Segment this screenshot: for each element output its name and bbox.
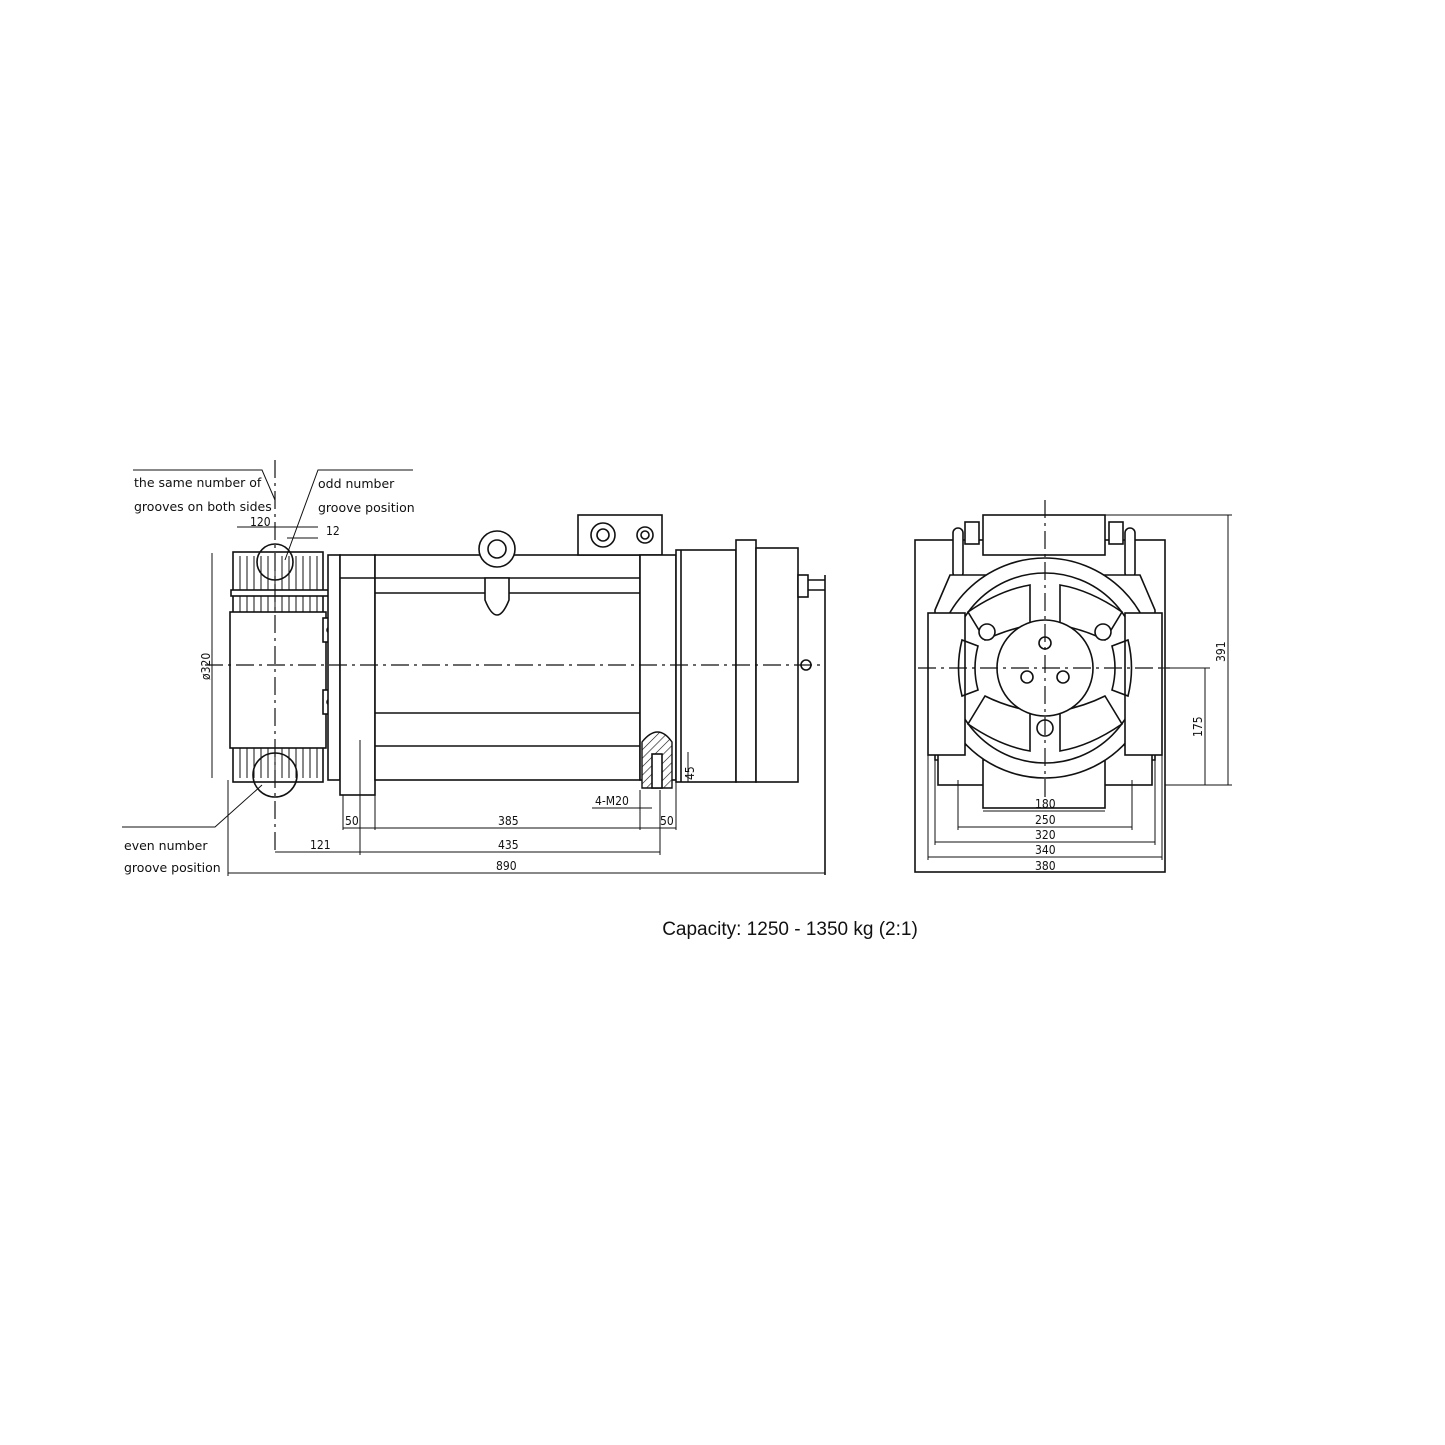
dim-50-right: 50	[660, 814, 674, 828]
dim-890: 890	[496, 859, 517, 873]
note-odd-2: groove position	[318, 500, 415, 515]
note-even-2: groove position	[124, 860, 221, 875]
dim-435: 435	[498, 838, 519, 852]
dim-385: 385	[498, 814, 519, 828]
dim-50-left: 50	[345, 814, 359, 828]
dim-121: 121	[310, 838, 331, 852]
brake-box	[229, 611, 327, 749]
dim-diameter: ø320	[199, 653, 213, 680]
junction-box	[577, 514, 663, 556]
lifting-eye-bolt	[478, 530, 516, 616]
note-same-grooves-1: the same number of	[134, 475, 262, 490]
dim-120: 120	[250, 515, 271, 529]
dim-12: 12	[326, 524, 340, 538]
dim-thread: 4-M20	[595, 794, 629, 808]
odd-groove-circle	[256, 543, 294, 581]
dim-45: 45	[683, 766, 697, 780]
note-odd-1: odd number	[318, 476, 395, 491]
dim-380: 380	[1035, 859, 1056, 873]
note-same-grooves-2: grooves on both sides	[134, 499, 272, 514]
dim-180: 180	[1035, 797, 1056, 811]
note-even-1: even number	[124, 838, 208, 853]
dim-320: 320	[1035, 828, 1056, 842]
dim-340: 340	[1035, 843, 1056, 857]
side-view: the same number of grooves on both sides…	[122, 460, 826, 876]
capacity-caption: Capacity: 1250 - 1350 kg (2:1)	[662, 919, 918, 940]
dim-175: 175	[1191, 716, 1205, 737]
front-view: 180 250 320 340 380 391 175	[914, 500, 1232, 873]
dim-250: 250	[1035, 813, 1056, 827]
dim-391: 391	[1214, 641, 1228, 662]
